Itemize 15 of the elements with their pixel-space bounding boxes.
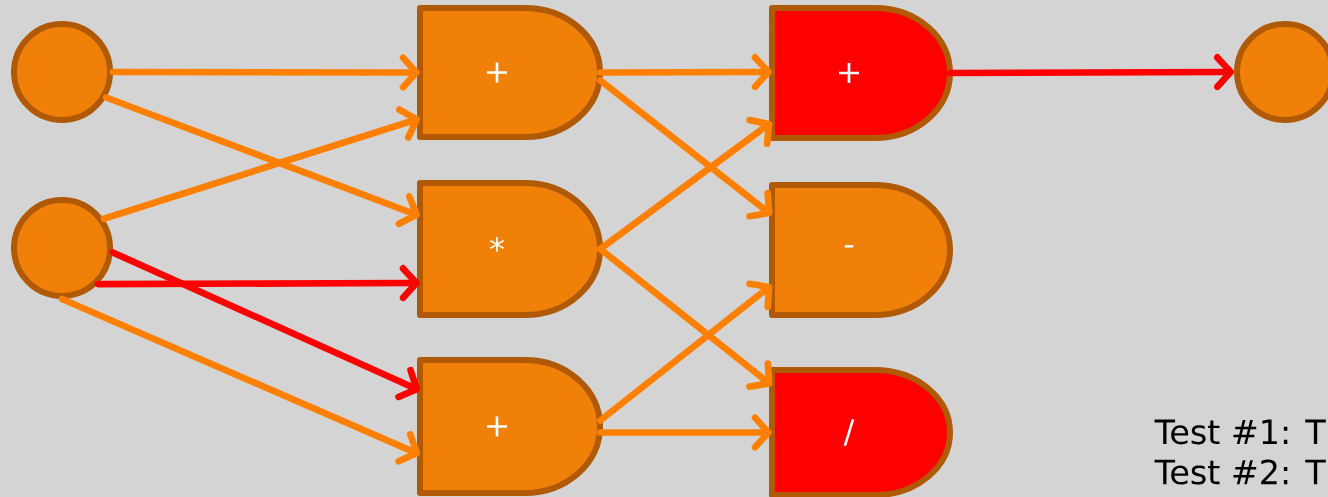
- arrow: [596, 54, 772, 91]
- input-circle: [1234, 21, 1328, 123]
- arrow: [58, 295, 420, 465]
- arrow: [94, 265, 420, 302]
- input-circle: [11, 21, 113, 123]
- input-circle: [11, 197, 113, 299]
- arrow: [596, 414, 772, 451]
- arrow: [596, 280, 773, 424]
- arrow: [596, 245, 773, 390]
- arrow: [109, 54, 420, 91]
- arrow: [596, 77, 773, 220]
- arrow: [946, 54, 1234, 91]
- test-note: Test #1: T: [1154, 419, 1326, 445]
- arrow: [109, 249, 421, 401]
- test-note: Test #2: T: [1154, 459, 1326, 485]
